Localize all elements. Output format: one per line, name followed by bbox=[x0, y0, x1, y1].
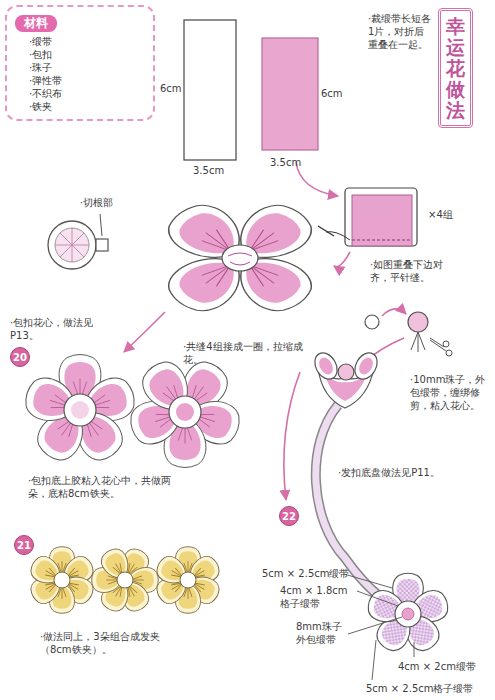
note-text: ·如图重叠下边对齐，平针缝。 bbox=[370, 258, 454, 284]
dimension: 3.5cm bbox=[193, 164, 233, 177]
wrapped-bead bbox=[443, 341, 449, 347]
gathered-flower bbox=[222, 245, 258, 271]
folded-ribbon-stack bbox=[345, 188, 417, 246]
title-text: 幸运花做法 bbox=[446, 16, 465, 120]
note-text: ·包扣底上胶粘入花心中，共做两朵，底粘8cm铁夹。 bbox=[28, 474, 178, 500]
note-text: ·10mm珠子，外包缎带，缠绑修剪，粘入花心。 bbox=[410, 373, 490, 412]
covered-button bbox=[96, 239, 108, 251]
flower-hairclip bbox=[27, 545, 223, 615]
covered-button bbox=[55, 228, 89, 262]
flow-arrows bbox=[382, 309, 406, 316]
note-text: ·切根部 bbox=[80, 196, 140, 209]
material-item: ·铁夹 bbox=[29, 100, 145, 113]
wrapped-bead bbox=[408, 312, 428, 332]
step-number-badge: 21 bbox=[14, 535, 34, 555]
quantity-note: ×4组 bbox=[428, 208, 472, 221]
flower-pair bbox=[21, 355, 139, 468]
flower-side-view bbox=[310, 349, 381, 408]
wrapped-bead bbox=[365, 312, 452, 356]
flower-side-view bbox=[356, 355, 375, 377]
flow-arrows bbox=[124, 312, 165, 352]
covered-button bbox=[48, 221, 96, 269]
wrapped-bead bbox=[446, 350, 452, 356]
note-text: ·包扣花心，做法见P13。 bbox=[10, 316, 112, 342]
wrapped-bead bbox=[430, 338, 446, 351]
material-item: ·弹性带 bbox=[29, 74, 145, 87]
flower-hairclip bbox=[153, 547, 223, 614]
material-item: ·不织布 bbox=[29, 87, 145, 100]
callout-number: 22 bbox=[282, 511, 296, 522]
flower-pair bbox=[126, 355, 244, 468]
leader-lines bbox=[357, 591, 398, 606]
wrapped-bead bbox=[365, 315, 379, 329]
flower-side-view bbox=[310, 349, 341, 383]
folded-ribbon-stack bbox=[352, 195, 412, 246]
ribbon-pieces bbox=[184, 20, 236, 160]
flower-hairclip bbox=[92, 545, 159, 615]
dimension: 6cm bbox=[321, 87, 349, 100]
dimension: 3.5cm bbox=[270, 156, 310, 169]
flower-pair bbox=[176, 403, 194, 421]
step-number-badge: 22 bbox=[279, 506, 299, 526]
checked-flower bbox=[395, 601, 421, 627]
wrapped-bead bbox=[411, 332, 425, 352]
flower-pair bbox=[71, 401, 89, 419]
material-item: ·包扣 bbox=[29, 48, 145, 61]
material-item: ·珠子 bbox=[29, 61, 145, 74]
flower-side-view bbox=[316, 355, 335, 377]
flow-arrows bbox=[296, 162, 338, 196]
flower-pair bbox=[169, 396, 201, 428]
flower-side-view bbox=[350, 349, 381, 383]
material-spec: 4cm × 1.8cm格子缎带 bbox=[280, 584, 354, 610]
leader-lines bbox=[344, 574, 392, 588]
flower-hairclip bbox=[54, 572, 70, 588]
gathered-flower bbox=[157, 197, 323, 319]
leader-lines bbox=[414, 642, 415, 657]
flow-arrows bbox=[334, 252, 350, 267]
folded-ribbon-stack bbox=[318, 226, 334, 236]
gathered-flower bbox=[228, 253, 252, 265]
note-text: ·发扣底盘做法见P11。 bbox=[338, 466, 450, 479]
covered-button bbox=[48, 214, 108, 269]
step-number-badge: 20 bbox=[10, 347, 30, 367]
material-spec: 8mm珠子外包缎带 bbox=[296, 620, 346, 646]
callout-number: 20 bbox=[13, 352, 27, 363]
materials-panel: 材料 ·缎带·包扣·珠子·弹性带·不织布·铁夹 bbox=[5, 5, 155, 121]
gathered-flower bbox=[157, 197, 258, 271]
ribbon-pieces bbox=[184, 20, 318, 160]
leader-lines bbox=[348, 617, 402, 634]
material-spec: 5cm × 2.5cm缎带 bbox=[262, 567, 358, 580]
leader-lines bbox=[372, 640, 376, 680]
flower-pair bbox=[64, 394, 96, 426]
gathered-flower bbox=[157, 197, 323, 319]
flow-arrows bbox=[284, 372, 300, 500]
folded-ribbon-stack bbox=[352, 240, 412, 241]
flower-side-view bbox=[338, 364, 354, 380]
flower-hairclip bbox=[180, 572, 196, 588]
checked-flower bbox=[402, 608, 414, 620]
note-text: ·共缝4组接成一圈，拉缩成花。 bbox=[183, 340, 313, 366]
ribbon-pieces bbox=[262, 38, 318, 150]
panel-heading: 材料 bbox=[15, 15, 57, 32]
material-spec: 4cm × 2cm缎带 bbox=[398, 660, 488, 673]
flower-hairclip bbox=[27, 547, 97, 614]
covered-button bbox=[100, 214, 102, 236]
checked-flower bbox=[365, 573, 452, 656]
callout-number: 21 bbox=[17, 540, 31, 551]
flower-pair bbox=[21, 355, 244, 468]
material-spec: 5cm × 2.5cm格子缎带 bbox=[366, 682, 488, 695]
note-text: ·做法同上，3朵组合成发夹（8cm铁夹）。 bbox=[40, 630, 182, 656]
note-text: ·裁缎带长短各1片，对折后重叠在一起。 bbox=[368, 12, 432, 51]
checked-flower bbox=[365, 573, 452, 656]
title-box: 幸运花做法 bbox=[438, 8, 473, 128]
dimension: 6cm bbox=[160, 82, 186, 95]
folded-ribbon-stack bbox=[318, 188, 417, 246]
covered-button bbox=[55, 228, 89, 262]
material-item: ·缎带 bbox=[29, 35, 145, 48]
flower-hairclip bbox=[117, 572, 133, 588]
